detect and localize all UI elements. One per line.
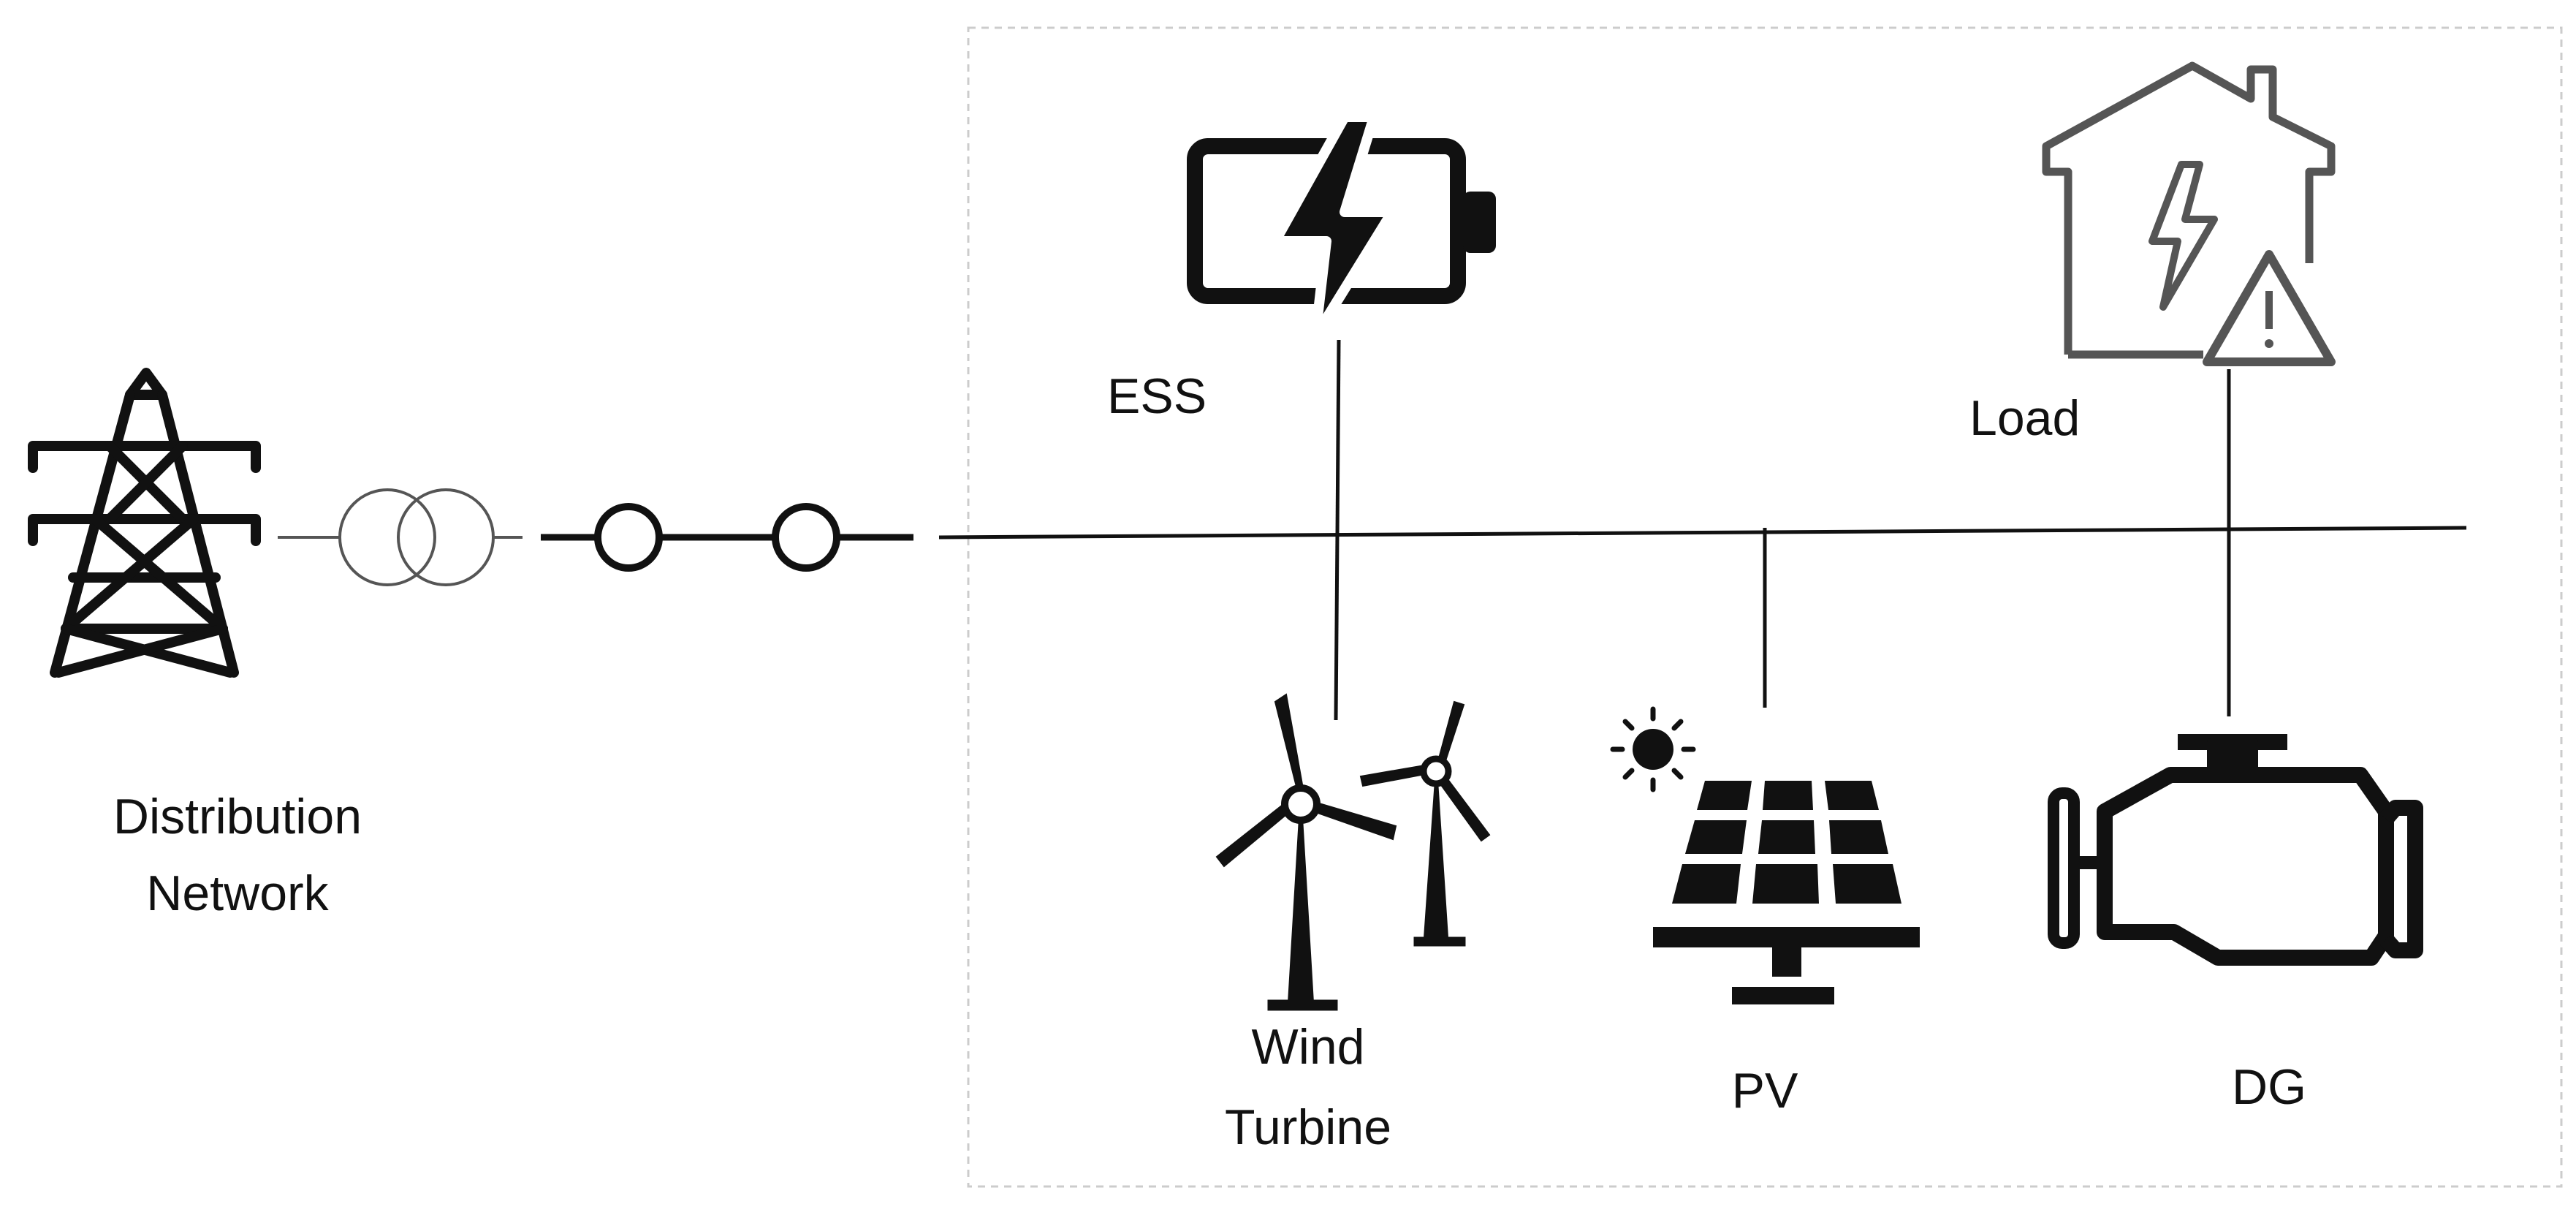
transmission-tower-icon [28,368,261,678]
ess-label: ESS [1107,368,1207,424]
house-warning-icon [2042,61,2336,366]
bus-line [938,526,2467,540]
wind-turbine-icon [1215,693,1491,1011]
battery-charging-icon [1187,112,1496,341]
wind-feeder [1334,533,1340,721]
transformer-icon [278,488,523,586]
load-label: Load [1969,390,2080,446]
distribution-network-label-line2: Network [146,866,329,921]
wind-turbine-label-line1: Wind [1252,1019,1365,1075]
distribution-network-label-line1: Distribution [113,789,362,844]
dg-label: DG [2232,1059,2306,1115]
diesel-generator-icon [2048,734,2423,966]
connection-lines [938,339,2467,721]
wind-turbine-label-line2: Turbine [1225,1099,1391,1155]
ess-feeder [1335,339,1341,534]
pv-label: PV [1732,1063,1798,1119]
microgrid-boundary [967,26,2563,1188]
circuit-breaker-icon [541,503,913,572]
solar-panel-icon [1610,706,1920,1004]
